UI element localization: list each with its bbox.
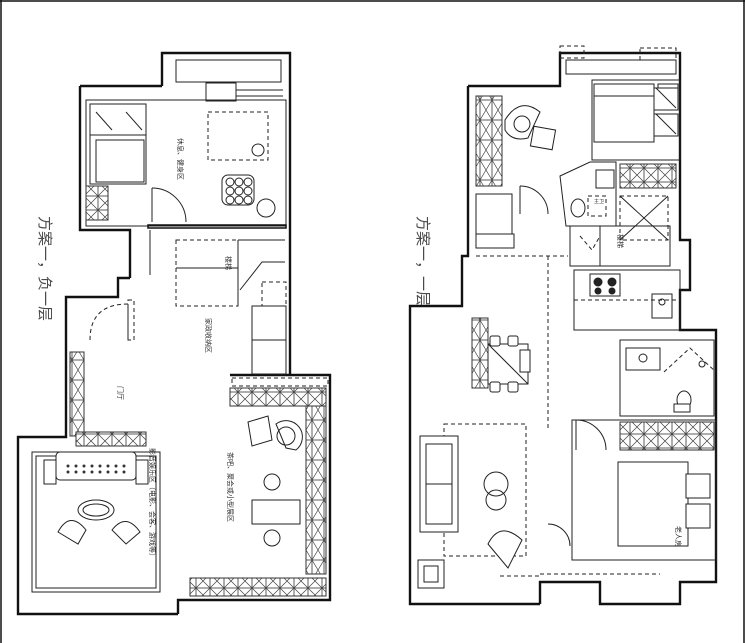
room-label-storage: 家政收纳区 [204,318,213,353]
room-label-foyer: 门厅 [116,386,125,400]
room-label-stair-l1: 楼梯 [616,234,625,248]
plan-basement [16,51,332,616]
plan-ground-floor [408,45,718,606]
plan-title-ground: 方案一，一层 [414,216,432,306]
room-label-tea-bar: 茶吧、聚会或小型展区 [226,452,235,522]
room-label-master-bath: 主卫 [594,198,604,205]
plan-title-basement: 方案一，负一层 [36,216,54,321]
room-label-stair-b1: 楼梯 [224,256,233,270]
room-label-media: 影音娱乐区（电影、会客、游戏等） [148,448,157,560]
room-label-elder-room: 老人房 [674,526,683,547]
room-label-rest-gym: 休息、健身区 [176,138,185,180]
